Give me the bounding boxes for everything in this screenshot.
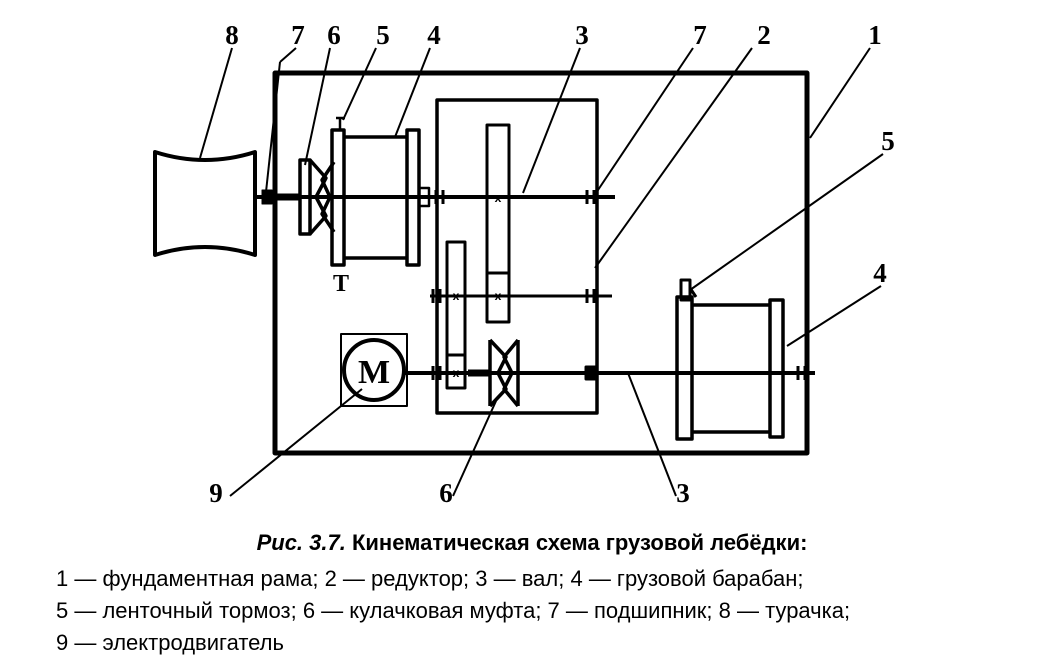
gear-mark-small-lower: x	[453, 366, 460, 380]
callout-7-right: 7	[693, 20, 707, 50]
lower-load-drum	[675, 295, 785, 441]
callout-6-top: 6	[327, 20, 341, 50]
reducer-housing	[435, 98, 599, 415]
callout-6-bottom: 6	[439, 478, 453, 508]
foundation-frame	[272, 70, 810, 456]
reducer-gears	[445, 123, 511, 390]
small-gear-lower	[445, 240, 467, 390]
callout-8: 8	[225, 20, 239, 50]
callout-4-right: 4	[873, 258, 887, 288]
figure-caption: Рис. 3.7. Кинематическая схема грузовой …	[0, 520, 1064, 671]
motor-label: М	[358, 354, 390, 391]
callout-1: 1	[868, 20, 882, 50]
top-load-drum	[330, 128, 431, 267]
caption-legend-line-2: 5 — ленточный тормоз; 6 — кулачковая муф…	[56, 598, 851, 623]
caption-legend-line-3: 9 — электродвигатель	[56, 630, 284, 655]
callout-7-left: 7	[291, 20, 305, 50]
bottom-claw-coupling	[468, 338, 520, 408]
callout-4-top: 4	[427, 20, 441, 50]
callout-3-bottom: 3	[676, 478, 690, 508]
leader-lines	[199, 47, 884, 497]
electric-motor	[340, 333, 408, 407]
callout-2: 2	[757, 20, 771, 50]
caption-title-line: Рис. 3.7. Кинематическая схема грузовой …	[0, 530, 1064, 556]
brake-t-label: Т	[333, 271, 349, 297]
caption-title: Кинематическая схема грузовой лебёдки:	[351, 530, 808, 555]
capstan-bearing	[261, 189, 273, 205]
capstan	[153, 150, 257, 257]
callout-5-top: 5	[376, 20, 390, 50]
winch-kinematic-diagram: x x x x М Т 8 7 6 5 4 3 7 2 1 5 4 9 6 3	[153, 20, 895, 508]
caption-legend-line-1: 1 — фундаментная рама; 2 — редуктор; 3 —…	[56, 566, 804, 591]
callout-9: 9	[209, 478, 223, 508]
figure-reference: Рис. 3.7.	[256, 530, 346, 555]
large-gear-upper	[485, 123, 511, 324]
gear-mark-small-upper: x	[453, 289, 460, 303]
callout-5-right: 5	[881, 126, 895, 156]
gear-mark-large-lower: x	[495, 289, 502, 303]
callout-3-top: 3	[575, 20, 589, 50]
gear-mark-upper: x	[495, 191, 502, 205]
